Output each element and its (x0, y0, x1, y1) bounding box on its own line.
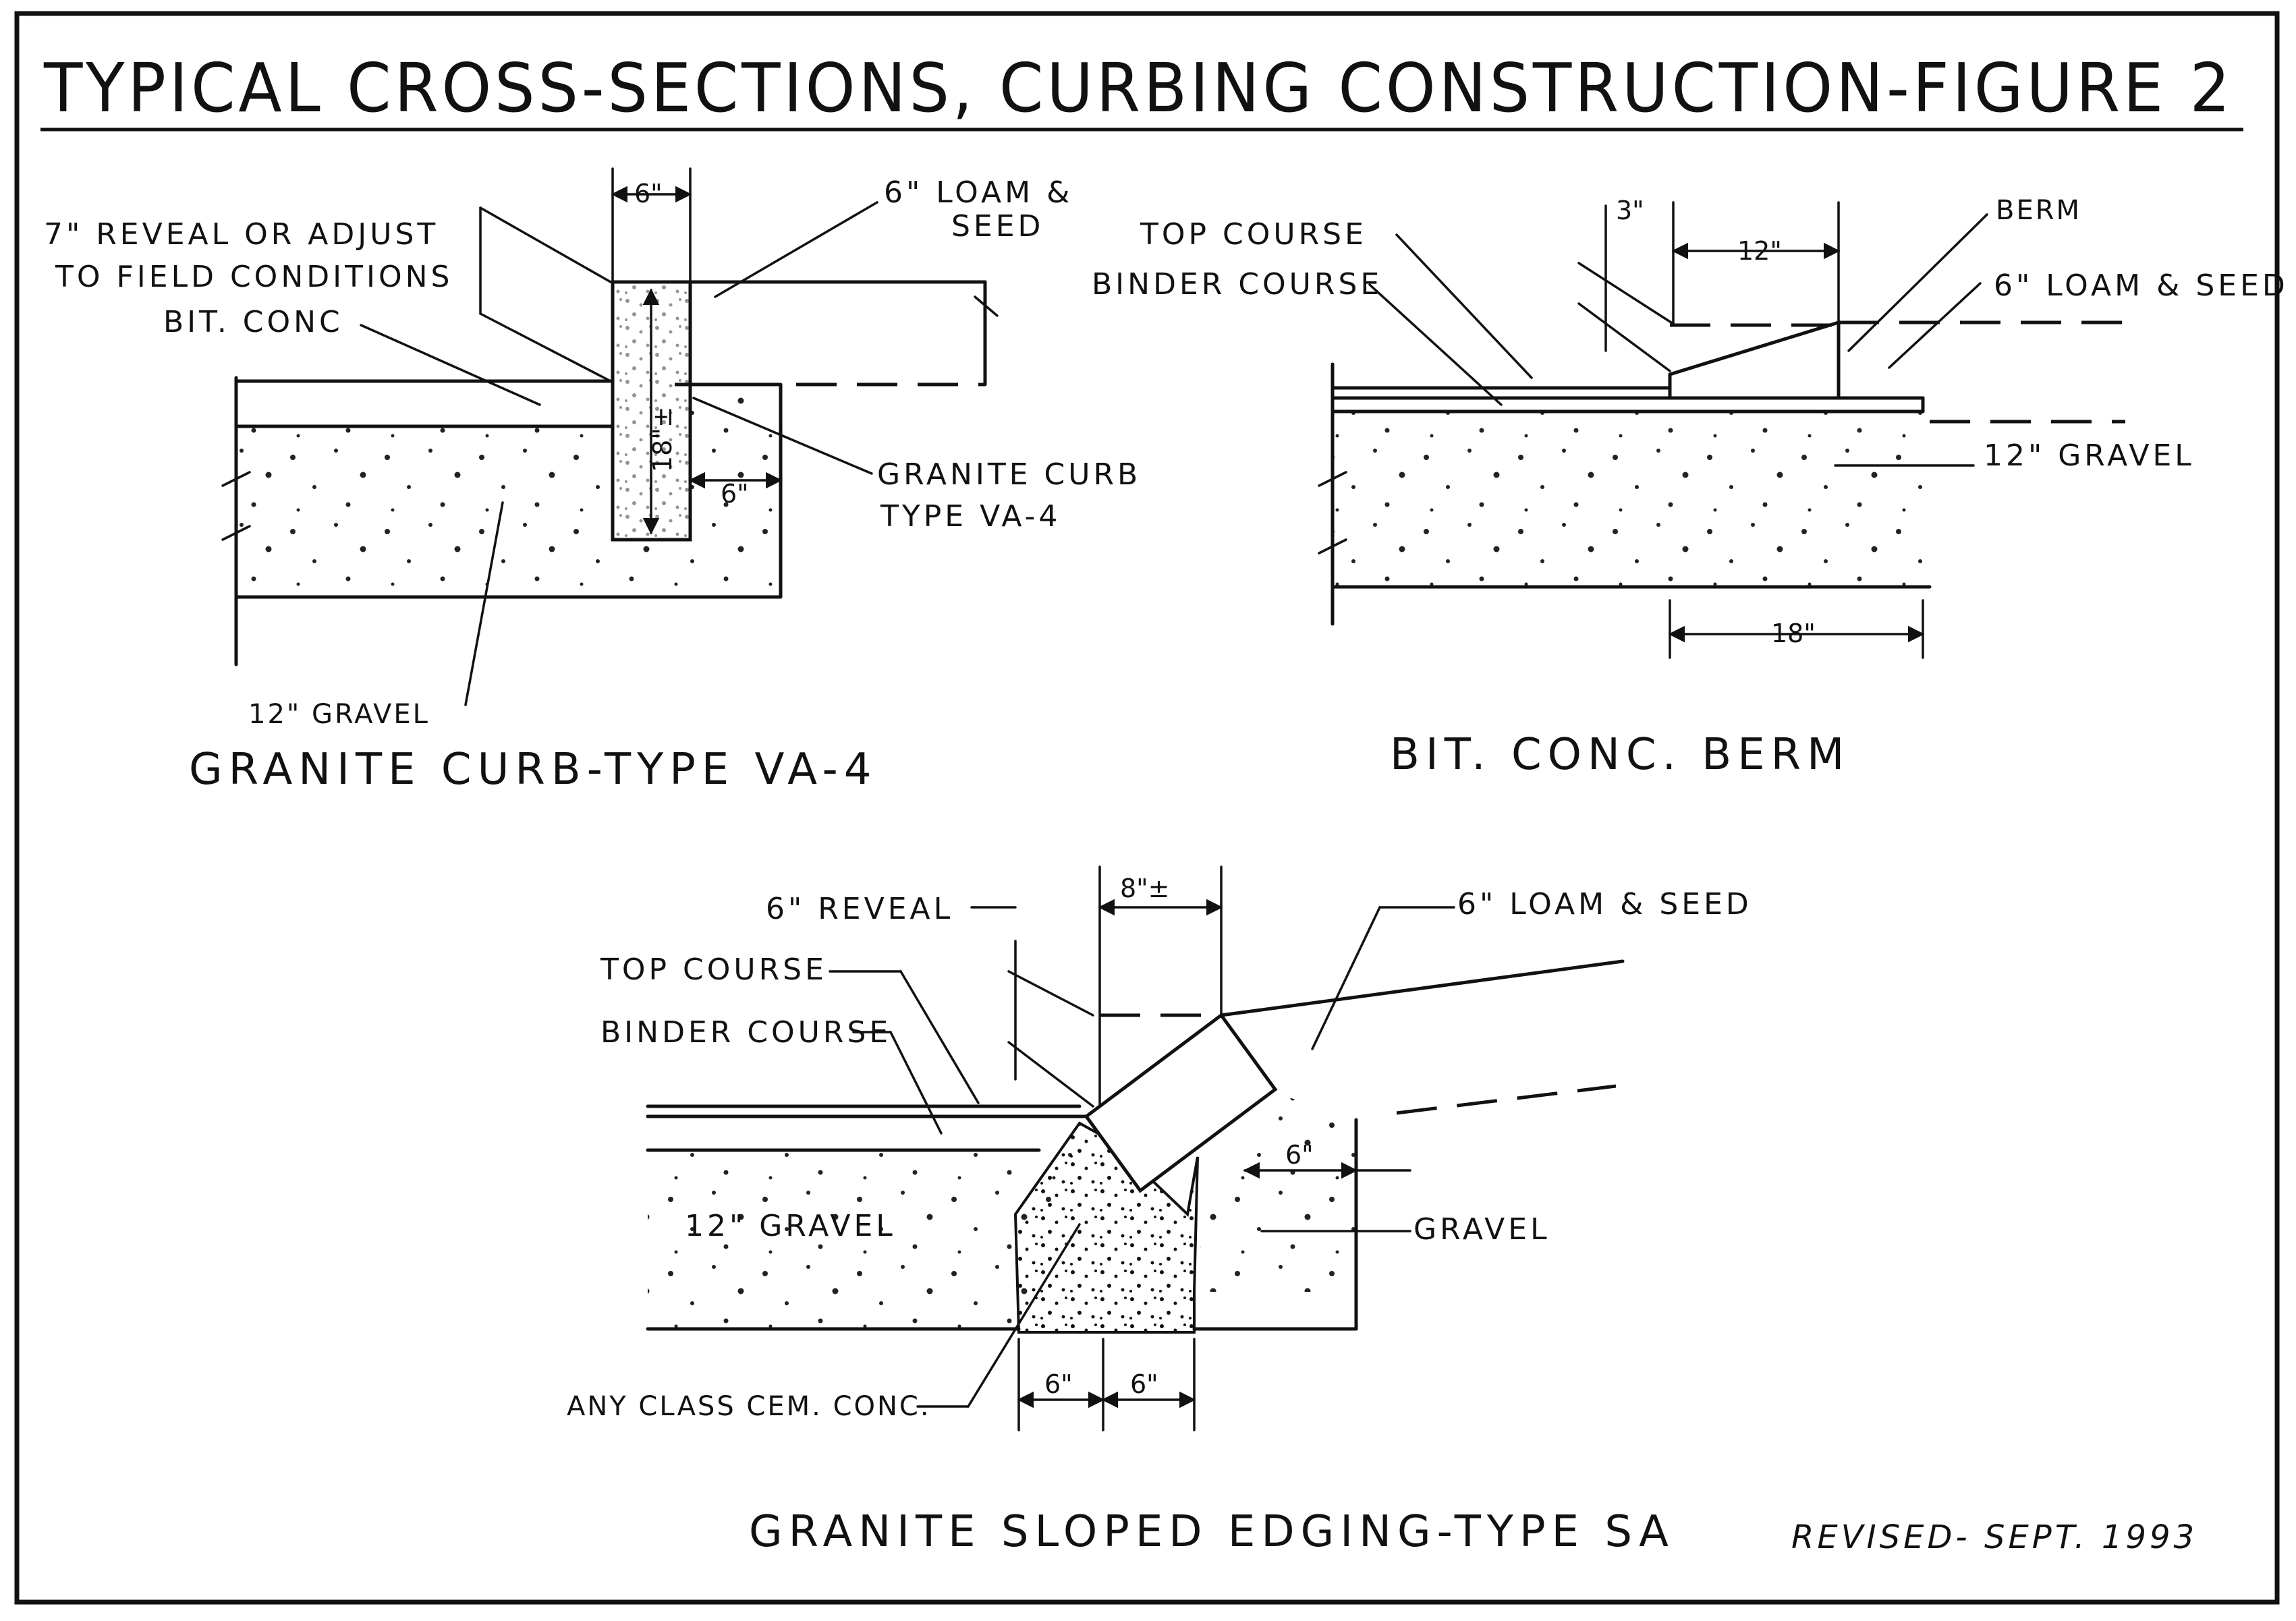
curb-dim-side: 6" (721, 479, 749, 509)
curb-stone-label-1: GRANITE CURB (877, 457, 1141, 492)
curb-stone-label-2: TYPE VA-4 (880, 499, 1061, 534)
edging-reveal-label: 6" REVEAL (766, 892, 953, 926)
berm-gravel-layer (1333, 411, 1923, 587)
curb-gravel-label: 12" GRAVEL (248, 699, 430, 730)
edging-topcourse-label: TOP COURSE (600, 952, 827, 987)
curb-caption: GRANITE CURB-TYPE VA-4 (189, 745, 877, 795)
edging-dim-bottom-right: 6" (1130, 1369, 1158, 1399)
berm-dim-12: 12" (1737, 236, 1782, 266)
berm-dim-18: 18" (1771, 619, 1816, 648)
sheet-border (14, 11, 2280, 1605)
edging-gravel-left-label: 12" GRAVEL (685, 1209, 896, 1243)
berm-caption: BIT. CONC. BERM (1390, 730, 1850, 780)
revised-note: REVISED- SEPT. 1993 (1791, 1518, 2197, 1556)
granite-edging-stone (1084, 1013, 1278, 1193)
edging-loam-label: 6" LOAM & SEED (1457, 887, 1752, 921)
curb-bitconc-label: BIT. CONC (163, 305, 343, 339)
berm-bindercourse-label: BINDER COURSE (1092, 267, 1382, 302)
berm-gravel-label: 12" GRAVEL (1984, 438, 2195, 473)
edging-dim-bottom-left: 6" (1044, 1369, 1073, 1399)
edging-concrete-label: ANY CLASS CEM. CONC. (567, 1391, 931, 1422)
berm-dim-3: 3" (1616, 196, 1644, 225)
edging-gravel-layer (648, 1150, 1080, 1329)
berm-label: BERM (1996, 195, 2081, 226)
drawing-title: TYPICAL CROSS-SECTIONS, CURBING CONSTRUC… (43, 49, 2233, 127)
edging-caption: GRANITE SLOPED EDGING-TYPE SA (749, 1507, 1675, 1557)
berm-section (1318, 201, 2125, 659)
curb-dim-width: 6" (634, 179, 663, 208)
curb-section (221, 167, 999, 706)
curb-gravel-layer (236, 385, 781, 597)
berm-topcourse-label: TOP COURSE (1140, 217, 1367, 252)
curb-reveal-label-1: 7" REVEAL OR ADJUST (44, 217, 439, 252)
curb-reveal-label-2: TO FIELD CONDITIONS (55, 260, 453, 294)
curb-loam-label-2: SEED (951, 209, 1044, 244)
edging-gravel-right-label: GRAVEL (1413, 1212, 1550, 1247)
curb-dim-height: 18"± (648, 406, 677, 472)
curb-loam-label-1: 6" LOAM & (884, 175, 1073, 210)
edging-bindercourse-label: BINDER COURSE (600, 1015, 891, 1050)
edging-section (646, 865, 1625, 1431)
edging-dim-right: 6" (1285, 1140, 1314, 1170)
edging-dim-top: 8"± (1120, 874, 1170, 903)
berm-loam-label: 6" LOAM & SEED (1994, 268, 2289, 303)
